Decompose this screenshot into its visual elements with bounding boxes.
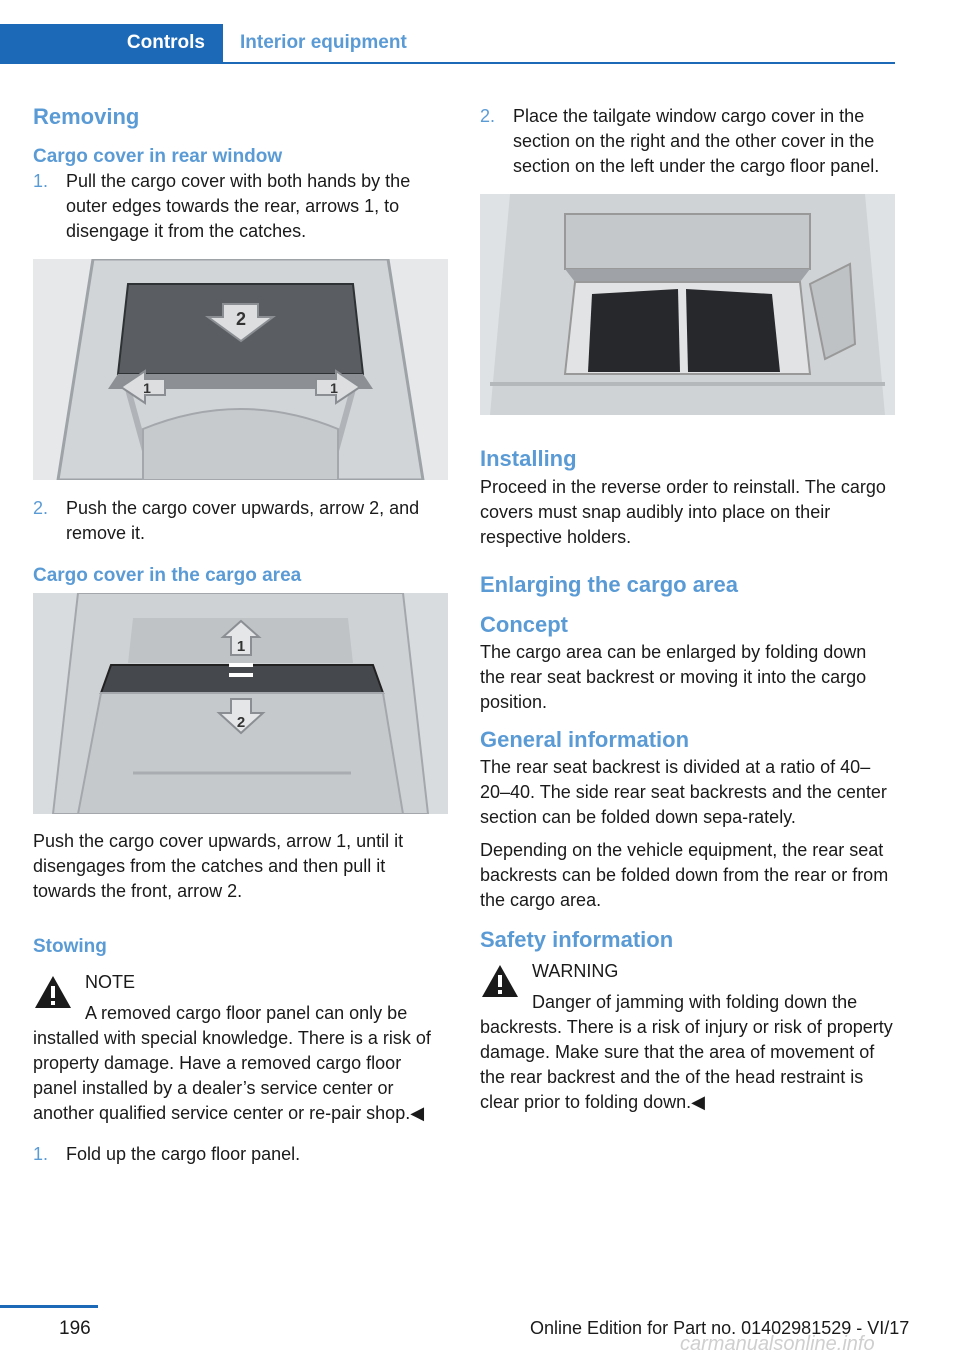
figure-stowed-covers [480, 194, 895, 415]
paragraph-general-1: The rear seat backrest is divided at a r… [480, 757, 887, 827]
page-number: 196 [59, 1318, 91, 1339]
warning-text: backrests. There is a risk of injury or … [480, 1017, 893, 1112]
step-number: 1. [33, 1144, 49, 1164]
figure-label: 2 [237, 714, 245, 731]
edition-text: Online Edition for Part no. 01402981529 … [530, 1318, 910, 1338]
heading-concept: Concept [480, 612, 568, 637]
tab-interior-equipment[interactable]: Interior equipment [240, 32, 407, 53]
paragraph-push-cover: Push the cargo cover upwards, arrow 1, u… [33, 831, 404, 901]
figure-label: 1 [143, 380, 151, 396]
paragraph-general-2: Depending on the vehicle equipment, the … [480, 840, 889, 910]
footer-rule [0, 1305, 98, 1308]
figure-label: 1 [330, 380, 338, 396]
heading-installing: Installing [480, 446, 577, 471]
step-number: 2. [480, 106, 496, 126]
subheading-cargo-cover-cargo-area: Cargo cover in the cargo area [33, 565, 302, 586]
paragraph-concept: The cargo area can be enlarged by foldin… [480, 642, 867, 712]
warning-triangle-icon [482, 965, 518, 997]
step-item: 2. Place the tailgate window cargo cover… [480, 104, 895, 179]
heading-safety-information: Safety information [480, 927, 674, 952]
step-item: 1. Pull the cargo cover with both hands … [33, 169, 448, 244]
warning-box: WARNING Danger of jamming with folding d… [480, 959, 895, 1115]
step-text: Push the cargo cover upwards, arrow 2, a… [66, 498, 420, 543]
step-number: 2. [33, 498, 49, 518]
subheading-cargo-cover-rear-window: Cargo cover in rear window [33, 146, 283, 167]
figure-cargo-area-cover: 1 2 [33, 593, 448, 814]
section-tabbar: Controls Interior equipment [0, 24, 895, 64]
figure-label: 2 [236, 309, 246, 329]
step-item: 2. Push the cargo cover upwards, arrow 2… [33, 496, 448, 546]
figure-rear-window-cargo-cover: 2 1 1 [33, 259, 448, 480]
step-item: 1. Fold up the cargo floor panel. [33, 1142, 448, 1167]
paragraph-installing: Proceed in the reverse order to reinstal… [480, 477, 886, 547]
left-column: Removing Cargo cover in rear window 1. P… [33, 100, 448, 1167]
warning-first-line: Danger of jamming with folding down the [532, 992, 858, 1012]
step-text: Fold up the cargo floor panel. [66, 1144, 301, 1164]
note-title: NOTE [85, 972, 136, 992]
heading-removing: Removing [33, 104, 140, 129]
subheading-stowing: Stowing [33, 936, 107, 957]
step-number: 1. [33, 171, 49, 191]
right-column: 2. Place the tailgate window cargo cover… [480, 104, 895, 1115]
figure-label: 1 [237, 638, 245, 655]
watermark: carmanualsonline.info [680, 1333, 875, 1355]
heading-enlarging: Enlarging the cargo area [480, 572, 738, 597]
note-first-line: A removed cargo floor panel can only be [85, 1003, 408, 1023]
heading-general-information: General information [480, 727, 690, 752]
note-text: installed with special knowledge. There … [33, 1028, 431, 1123]
warning-title: WARNING [532, 961, 619, 981]
step-text: Pull the cargo cover with both hands by … [66, 171, 411, 241]
note-box: NOTE A removed cargo floor panel can onl… [33, 970, 448, 1126]
warning-triangle-icon [35, 976, 71, 1008]
step-text: Place the tailgate window cargo cover in… [513, 106, 880, 176]
tab-controls[interactable]: Controls [0, 24, 223, 62]
